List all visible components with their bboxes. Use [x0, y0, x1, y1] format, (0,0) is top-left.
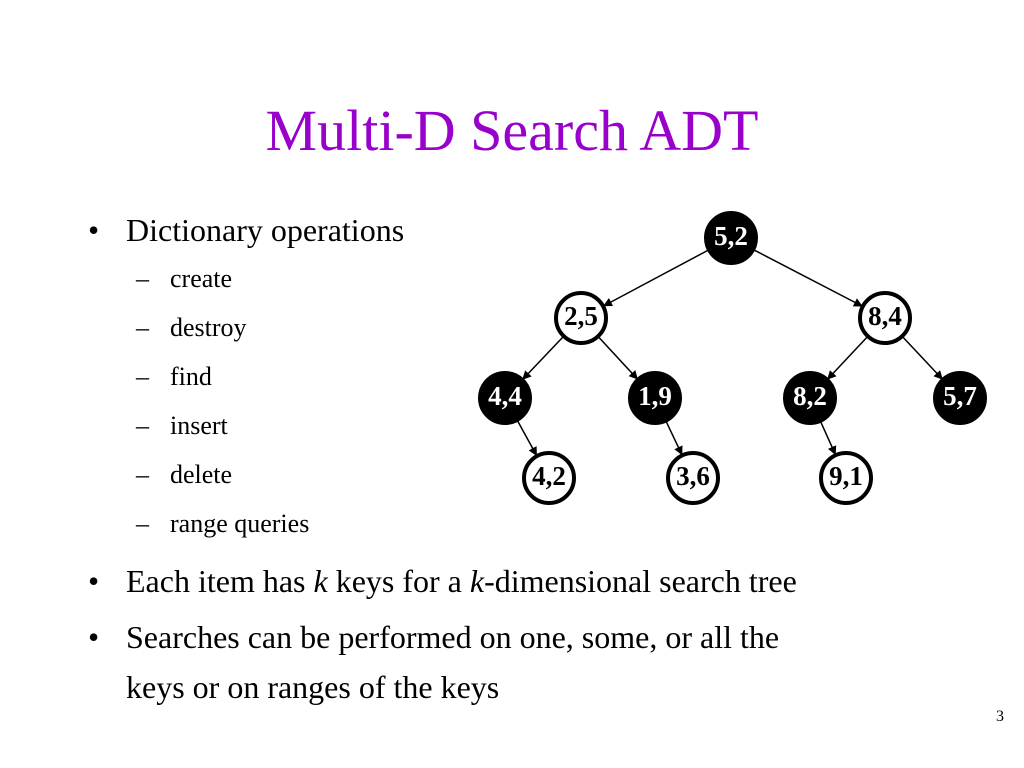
dash-symbol: – [136, 362, 149, 391]
text-line: Searches can be performed on one, some, … [126, 619, 780, 655]
tree-edge [901, 335, 943, 380]
operation-label: create [170, 264, 233, 293]
bullet-symbol: • [88, 619, 100, 655]
dash-symbol: – [136, 460, 149, 489]
operation-label: insert [170, 411, 228, 440]
node-label: 4,2 [532, 461, 566, 491]
tree-node-2-5: 2,5 [554, 291, 608, 345]
node-label: 8,4 [868, 301, 902, 331]
page-number: 3 [996, 708, 1004, 725]
text-run: -dimensional search tree [484, 563, 797, 599]
node-circle [478, 371, 532, 425]
node-circle [522, 451, 576, 505]
tree-node-8-2: 8,2 [783, 371, 837, 425]
dash-symbol: – [136, 313, 149, 342]
tree-node-8-4: 8,4 [858, 291, 912, 345]
tree-edge [819, 420, 837, 456]
tree-nodes: 5,2 2,5 8,4 4,4 1,9 8,2 5,7 4,2 3,6 9,1 [478, 211, 987, 505]
node-label: 3,6 [676, 461, 710, 491]
tree-node-5-2: 5,2 [704, 211, 758, 265]
dash-symbol: – [136, 509, 149, 538]
tree-edge [665, 420, 683, 456]
operation-label: destroy [170, 313, 247, 342]
text-run: keys for a [327, 563, 470, 599]
node-label: 4,4 [488, 381, 522, 411]
text-run: Each item has [126, 563, 314, 599]
operation-label: range queries [170, 509, 310, 538]
tree-node-4-4: 4,4 [478, 371, 532, 425]
tree-edge [752, 248, 863, 307]
tree-node-9-1: 9,1 [819, 451, 873, 505]
bullet-text: Dictionary operations [126, 212, 405, 248]
node-circle [819, 451, 873, 505]
operation-label: find [170, 362, 212, 391]
tree-node-1-9: 1,9 [628, 371, 682, 425]
tree-edge [603, 249, 710, 307]
bullet-symbol: • [88, 563, 100, 599]
text-line: keys or on ranges of the keys [126, 669, 500, 705]
node-label: 2,5 [564, 301, 598, 331]
variable-k: k [313, 563, 328, 599]
variable-k: k [469, 563, 485, 599]
node-label: 8,2 [793, 381, 827, 411]
bullet-symbol: • [88, 212, 100, 248]
node-circle [628, 371, 682, 425]
node-circle [858, 291, 912, 345]
node-circle [666, 451, 720, 505]
tree-node-5-7: 5,7 [933, 371, 987, 425]
tree-edge [827, 335, 869, 380]
operation-label: delete [170, 460, 233, 489]
node-label: 9,1 [829, 461, 863, 491]
tree-edge [597, 335, 639, 380]
tree-node-3-6: 3,6 [666, 451, 720, 505]
node-circle [554, 291, 608, 345]
node-circle [933, 371, 987, 425]
tree-edge [522, 335, 565, 380]
bullet-text: Searches can be performed on one, some, … [126, 612, 779, 712]
dash-symbol: – [136, 411, 149, 440]
slide-title: Multi-D Search ADT [265, 98, 759, 163]
node-label: 1,9 [638, 381, 672, 411]
node-label: 5,2 [714, 221, 748, 251]
tree-edges [516, 248, 943, 457]
tree-edge [516, 419, 538, 457]
tree-node-4-2: 4,2 [522, 451, 576, 505]
node-circle [704, 211, 758, 265]
bullet-text: Each item has k keys for a k-dimensional… [126, 556, 797, 606]
node-label: 5,7 [943, 381, 977, 411]
dash-symbol: – [136, 264, 149, 293]
node-circle [783, 371, 837, 425]
